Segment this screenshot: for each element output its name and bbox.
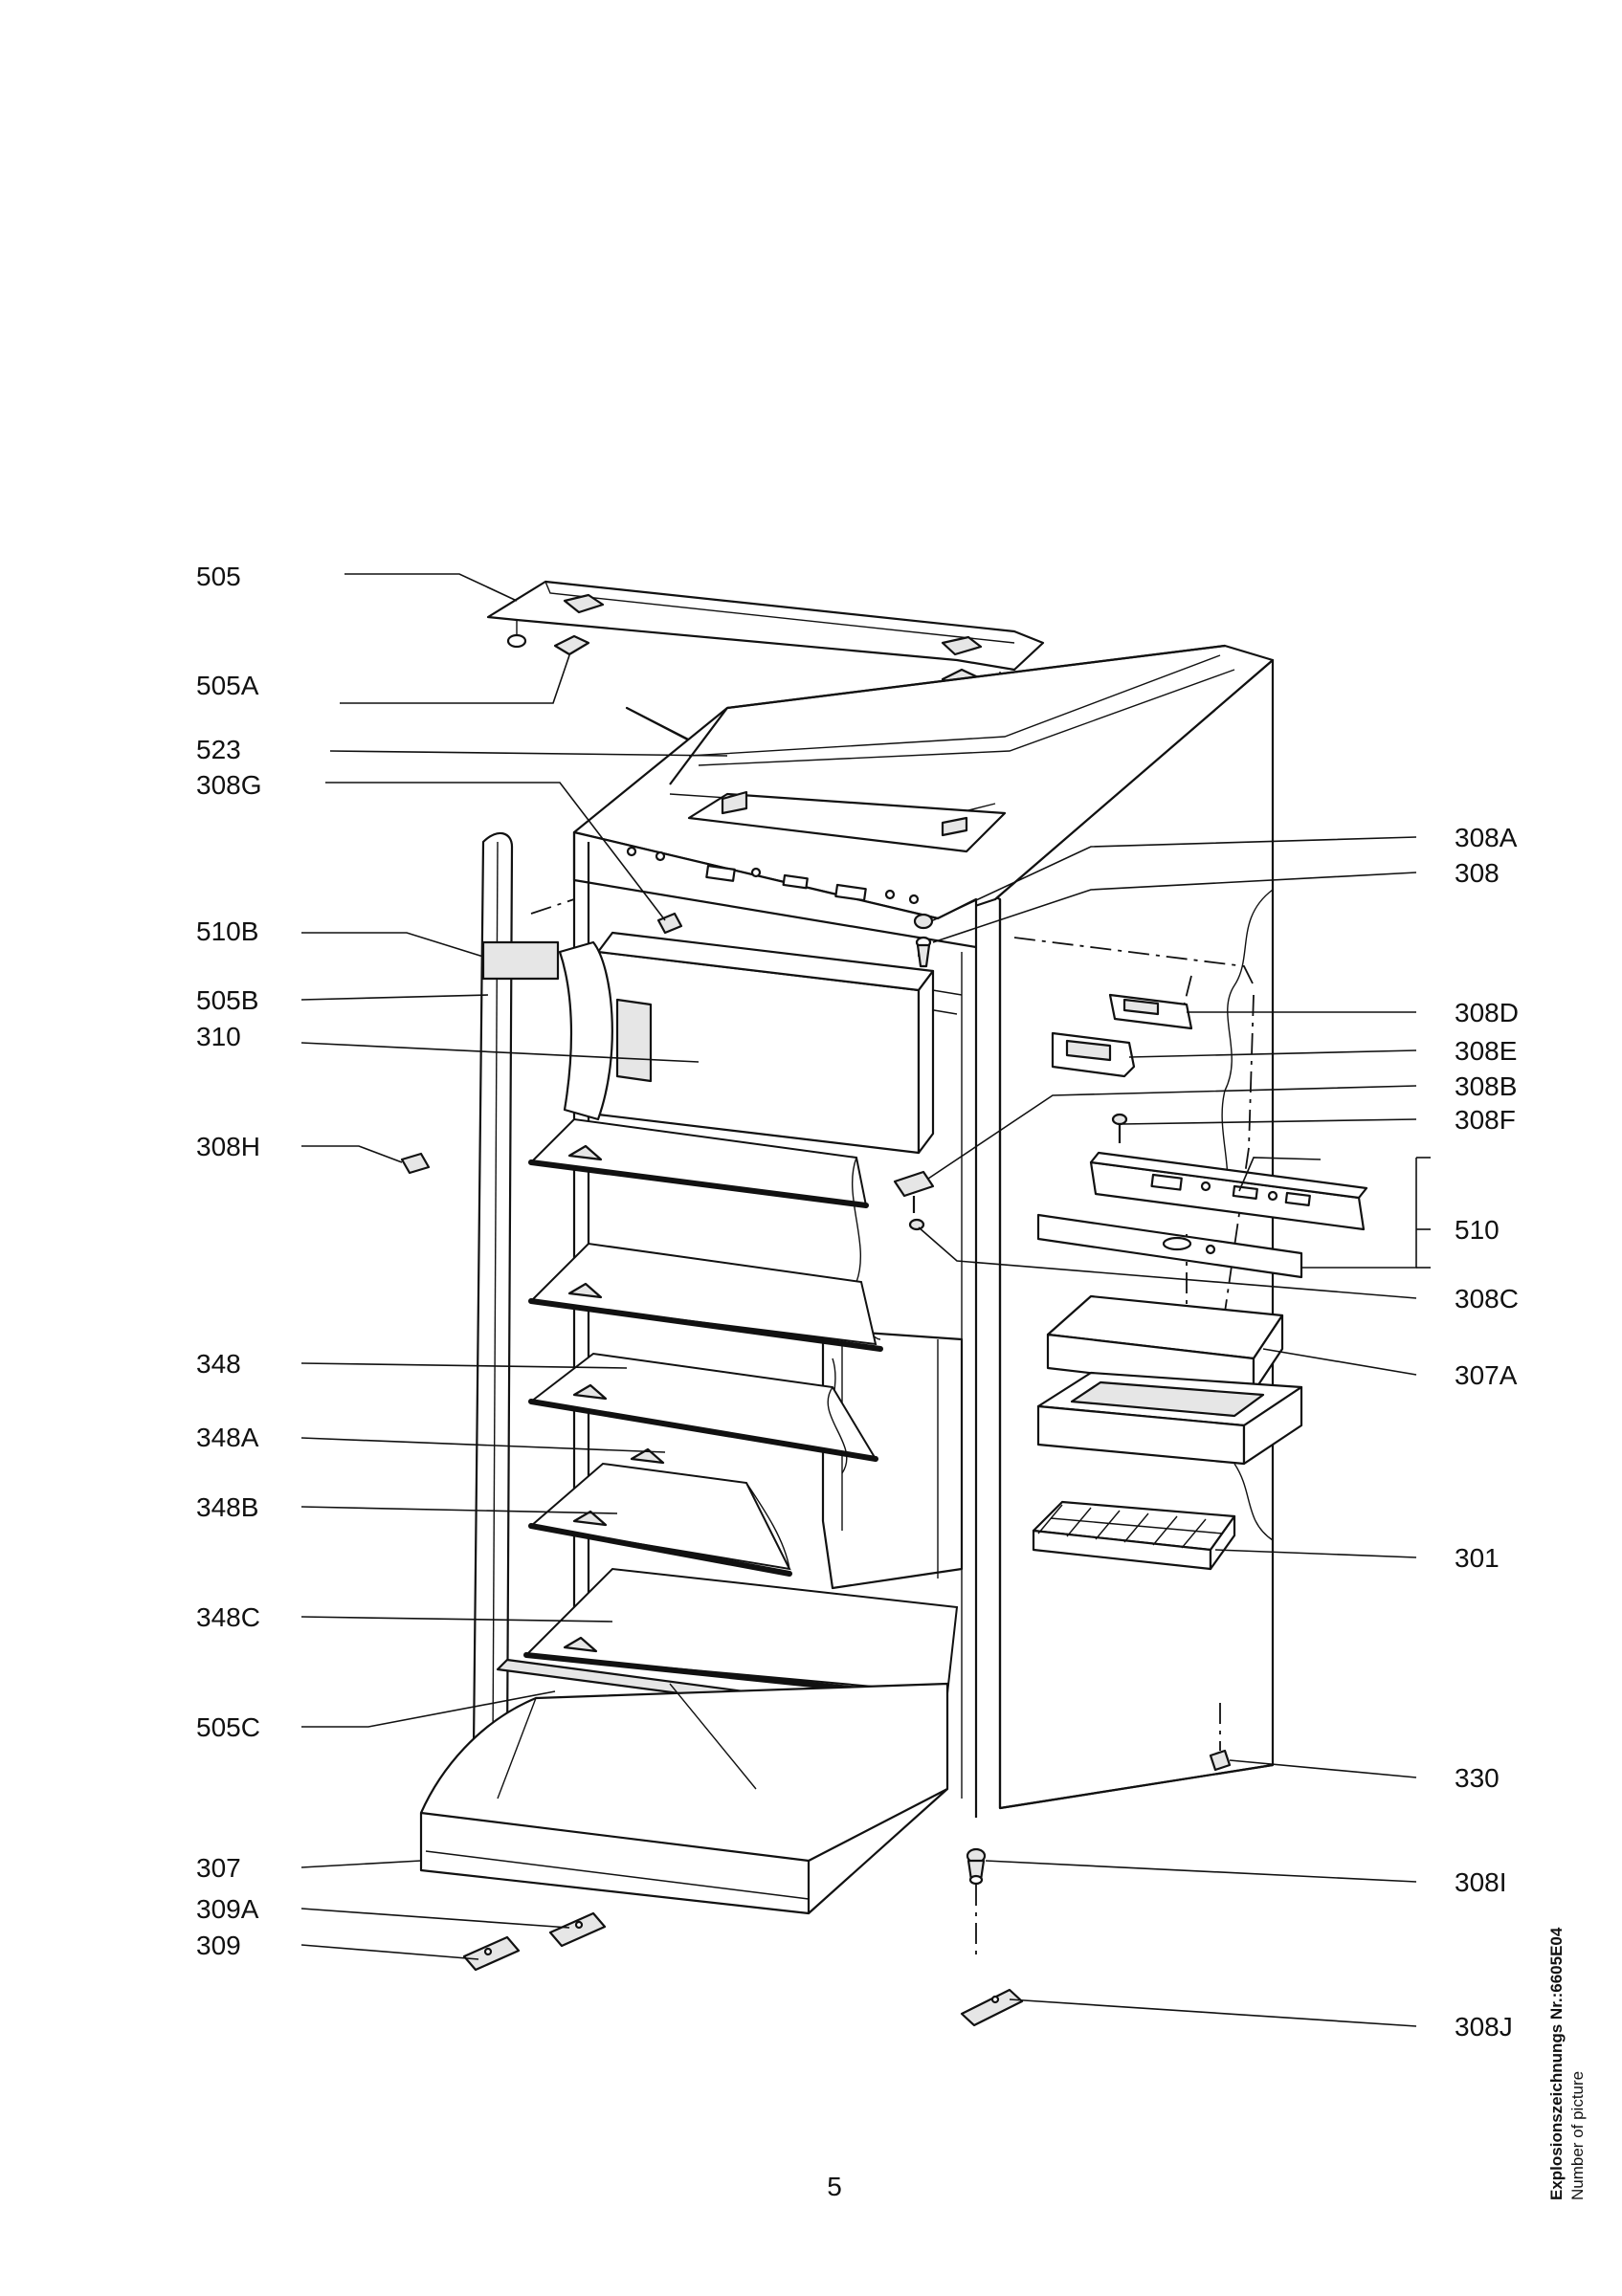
- label-348: 348: [196, 1349, 241, 1379]
- label-309: 309: [196, 1931, 241, 1960]
- label-308D: 308D: [1455, 998, 1519, 1027]
- label-308: 308: [1455, 858, 1500, 888]
- label-309A: 309A: [196, 1894, 259, 1924]
- freezer-box: [1036, 1294, 1303, 1466]
- label-348B: 348B: [196, 1492, 258, 1522]
- label-310: 310: [196, 1022, 241, 1051]
- leader-lines: [300, 573, 1431, 2027]
- label-510B: 510B: [196, 916, 258, 946]
- part-labels-left: 505 505A 523 308G 510B 505B 310 308H 348…: [196, 562, 262, 1960]
- washer: [908, 1218, 925, 1231]
- label-505B: 505B: [196, 985, 258, 1015]
- label-301: 301: [1455, 1543, 1500, 1573]
- appliance-drawing: [400, 580, 1368, 2027]
- label-308E: 308E: [1455, 1036, 1517, 1066]
- label-505A: 505A: [196, 671, 259, 700]
- label-510: 510: [1455, 1215, 1500, 1245]
- small-stop-part: [400, 1152, 431, 1175]
- lower-hinge: [960, 1988, 1024, 2027]
- label-308F: 308F: [1455, 1105, 1516, 1135]
- crisper-drawer: [419, 1682, 949, 1915]
- control-panel: [1036, 1151, 1368, 1279]
- lower-hinge-pin: [966, 1847, 987, 1886]
- label-308H: 308H: [196, 1132, 260, 1161]
- bottom-hinge-plates: [462, 1911, 607, 1972]
- page-number: 5: [827, 2172, 842, 2201]
- middle-hinge-pin: [893, 1170, 935, 1213]
- label-308C: 308C: [1455, 1284, 1519, 1314]
- label-308G: 308G: [196, 770, 262, 800]
- label-308A: 308A: [1455, 823, 1518, 852]
- label-348C: 348C: [196, 1602, 260, 1632]
- label-308I: 308I: [1455, 1867, 1507, 1897]
- label-307A: 307A: [1455, 1360, 1518, 1390]
- freezer-compartment: [558, 931, 935, 1155]
- adjustable-foot: [1209, 1749, 1232, 1772]
- label-348A: 348A: [196, 1423, 259, 1452]
- label-308B: 308B: [1455, 1071, 1517, 1101]
- hinge-bracket: [1108, 993, 1193, 1030]
- ice-cube-tray: [1032, 1500, 1236, 1571]
- label-523: 523: [196, 735, 241, 764]
- part-labels-right: 308A 308 308D 308E 308B 308F 510 308C 30…: [1455, 823, 1519, 2042]
- hinge-cover: [1051, 1031, 1136, 1078]
- drawing-number-note: Explosionszeichnungs Nr.:6605E04 Number …: [1547, 1927, 1587, 2200]
- drawing-number: Explosionszeichnungs Nr.:6605E04: [1547, 1927, 1566, 2200]
- label-505C: 505C: [196, 1712, 260, 1742]
- screw: [1111, 1113, 1128, 1143]
- assembly-guide-lines: [530, 898, 1255, 1961]
- top-hinge-pins: [913, 913, 934, 968]
- picture-caption: Number of picture: [1568, 2071, 1587, 2200]
- glass-shelves: [523, 1117, 959, 1701]
- door-seal-strip: [472, 831, 560, 1758]
- label-330: 330: [1455, 1763, 1500, 1793]
- label-505: 505: [196, 562, 241, 591]
- label-307: 307: [196, 1853, 241, 1883]
- label-308J: 308J: [1455, 2012, 1513, 2042]
